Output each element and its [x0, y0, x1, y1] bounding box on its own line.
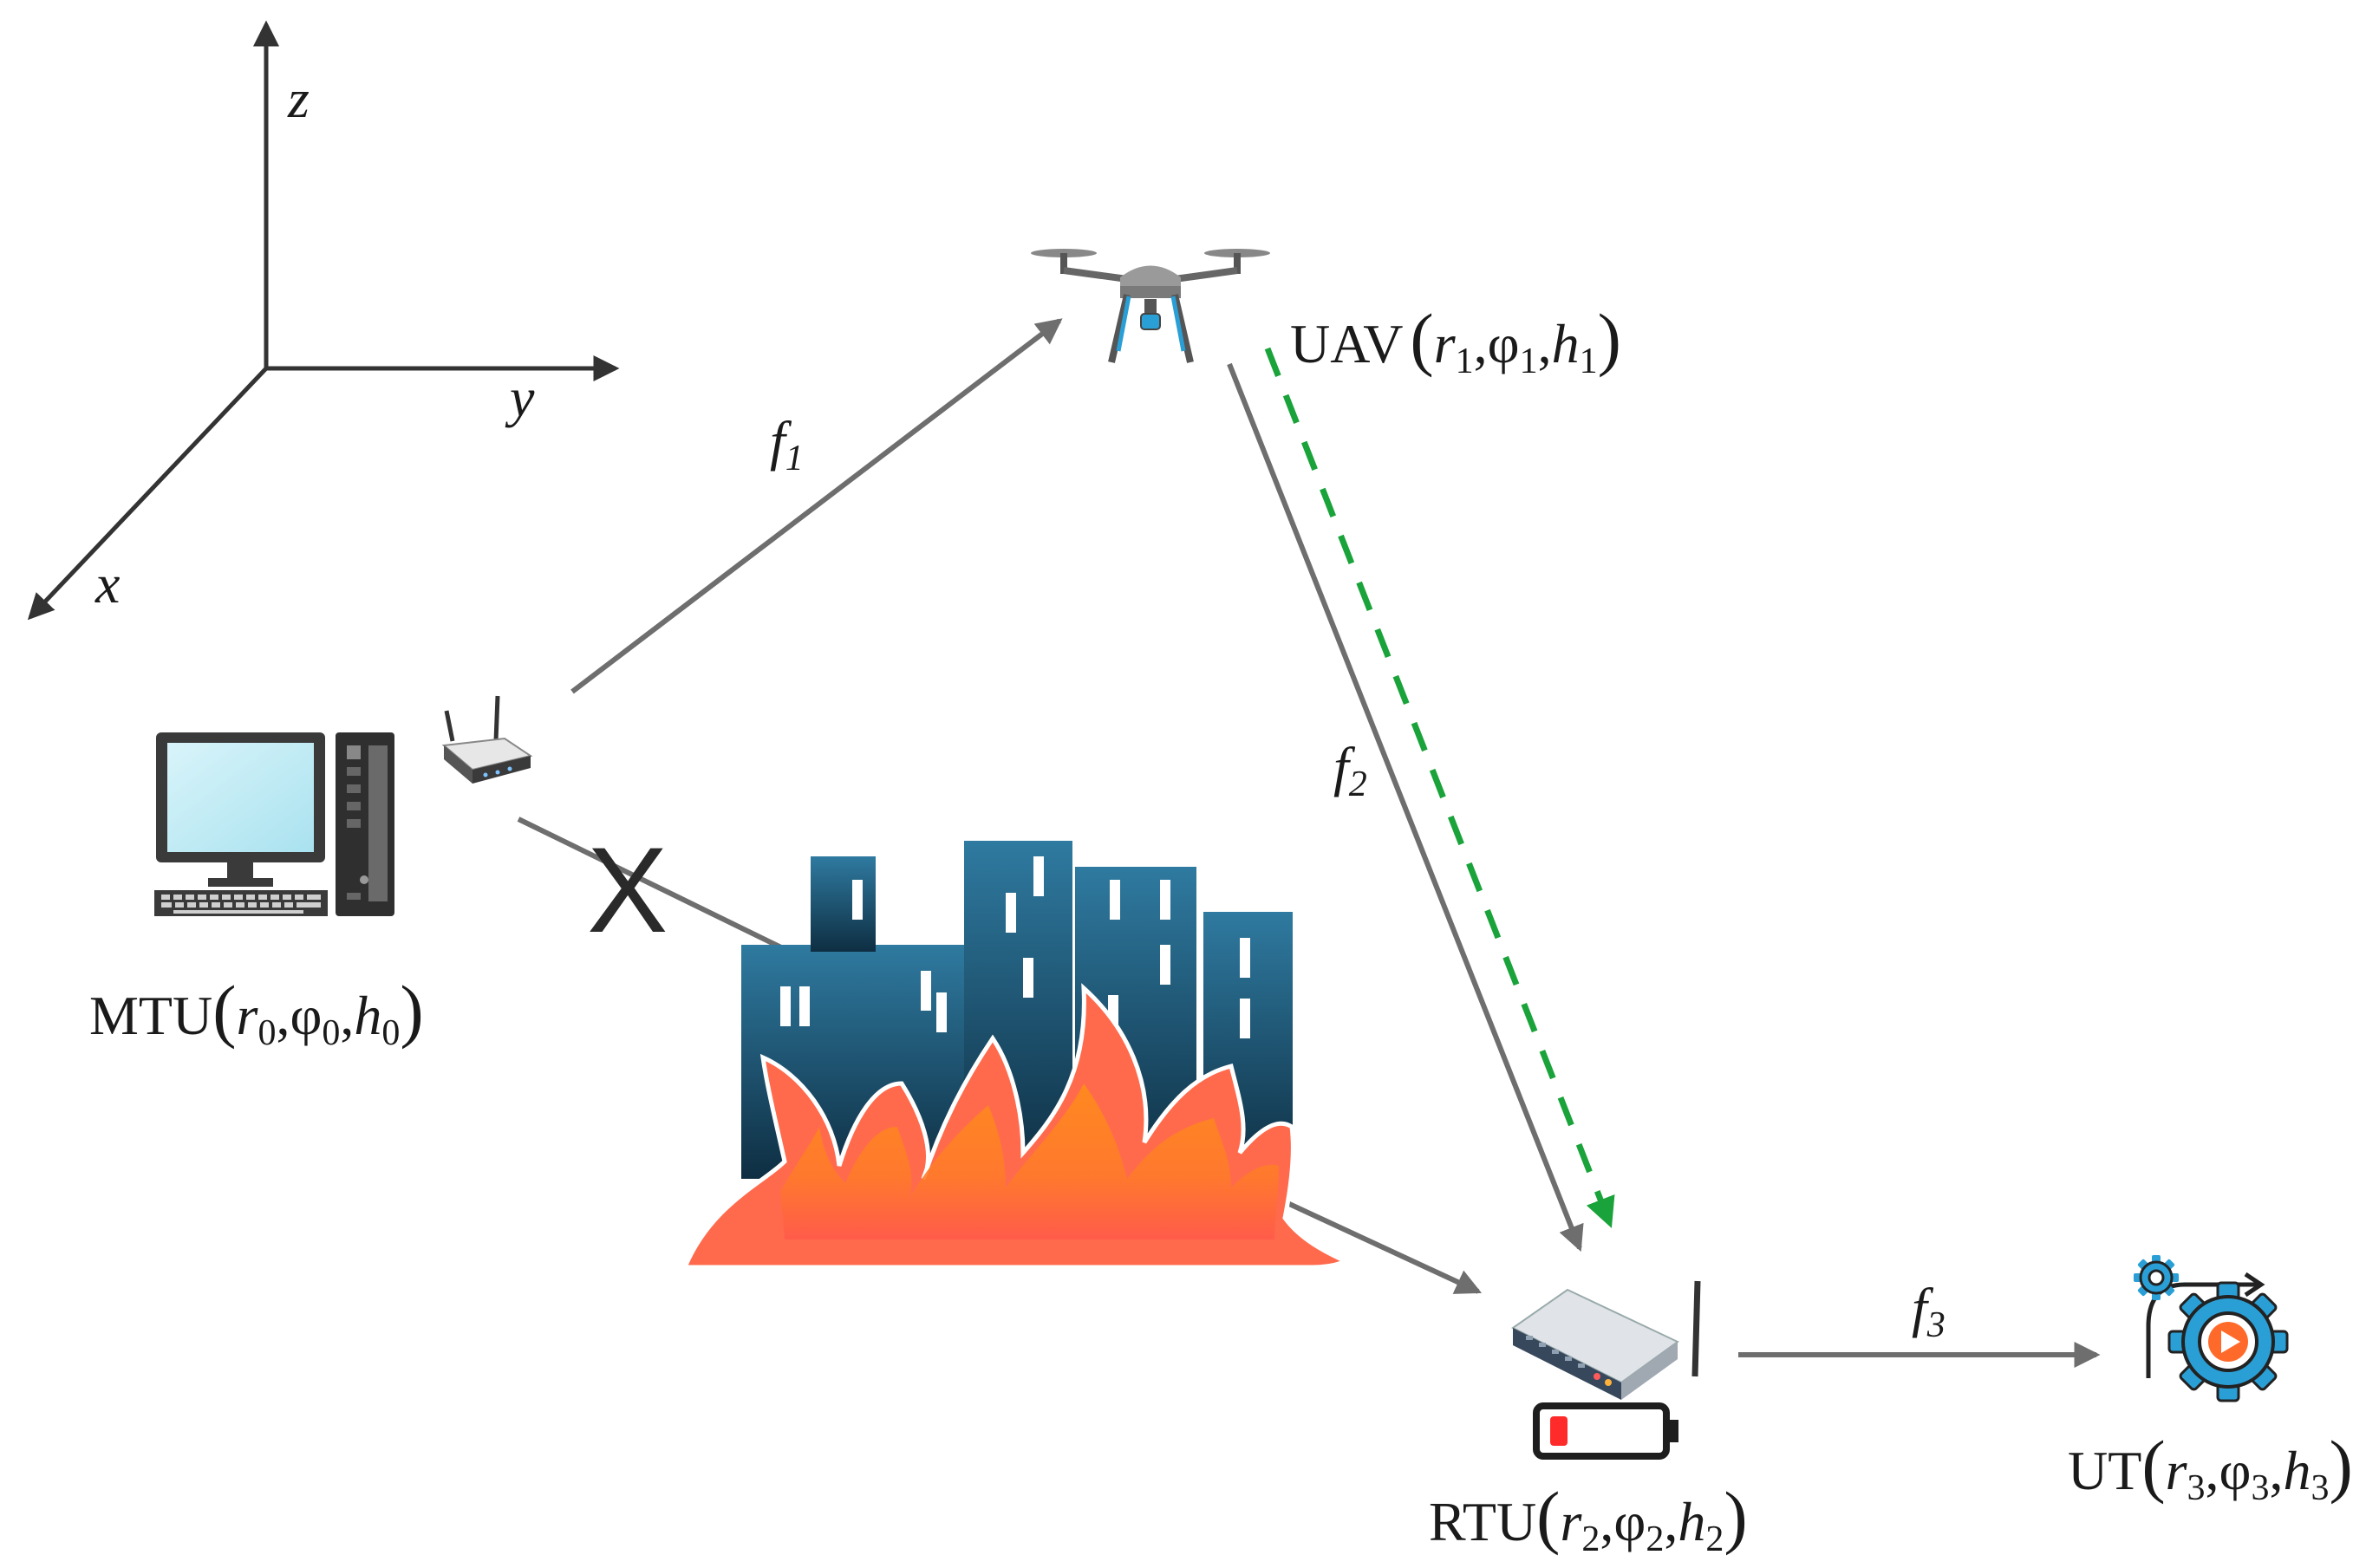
building-windows [780, 856, 1250, 1038]
uav-drone-icon [1031, 249, 1270, 363]
fire-inner [780, 1083, 1279, 1239]
uav-label: UAV(r1,φ1,h1) [1290, 299, 1621, 381]
burning-buildings-illustration [681, 841, 1352, 1270]
link-f1-arrow [570, 318, 1063, 694]
blocked-link-segment-start [517, 817, 786, 952]
rtu-battery-icon [1533, 1402, 1678, 1460]
blocked-link-segment-end [1286, 1200, 1483, 1294]
mtu-computer-icon [154, 732, 394, 916]
monitor-screen [167, 743, 314, 852]
mtu-router-icon [441, 695, 533, 784]
link-f2-dashed-arrow [1264, 347, 1615, 1228]
z-axis-label: z [287, 68, 310, 129]
large-gear-icon [2167, 1281, 2289, 1402]
y-axis-label: y [505, 367, 535, 428]
mtu-label: MTU(r0,φ0,h0) [89, 971, 424, 1053]
small-gear-icon [2134, 1255, 2179, 1300]
link-f1-label: f1 [770, 410, 804, 478]
link-f3-label: f3 [1912, 1277, 1946, 1345]
link-f2-label: f2 [1333, 736, 1367, 804]
rtu-label: RTU(r2,φ2,h2) [1429, 1477, 1748, 1559]
x-axis [27, 367, 268, 621]
rtu-router-icon [1511, 1280, 1701, 1400]
ut-service-icon [2134, 1255, 2289, 1402]
link-f2-arrow [1227, 362, 1584, 1252]
node-labels: UAV(r1,φ1,h1) MTU(r0,φ0,h0) RTU(r2,φ2,h2… [89, 299, 2353, 1559]
x-axis-label: x [95, 553, 120, 615]
blocked-link-mark: X [587, 822, 668, 958]
coordinate-axes: z y x [27, 20, 620, 621]
pc-tower [336, 732, 394, 916]
play-icon [2221, 1331, 2240, 1353]
ut-label: UT(r3,φ3,h3) [2068, 1426, 2353, 1508]
keyboard [154, 890, 328, 916]
links [517, 318, 2101, 1368]
